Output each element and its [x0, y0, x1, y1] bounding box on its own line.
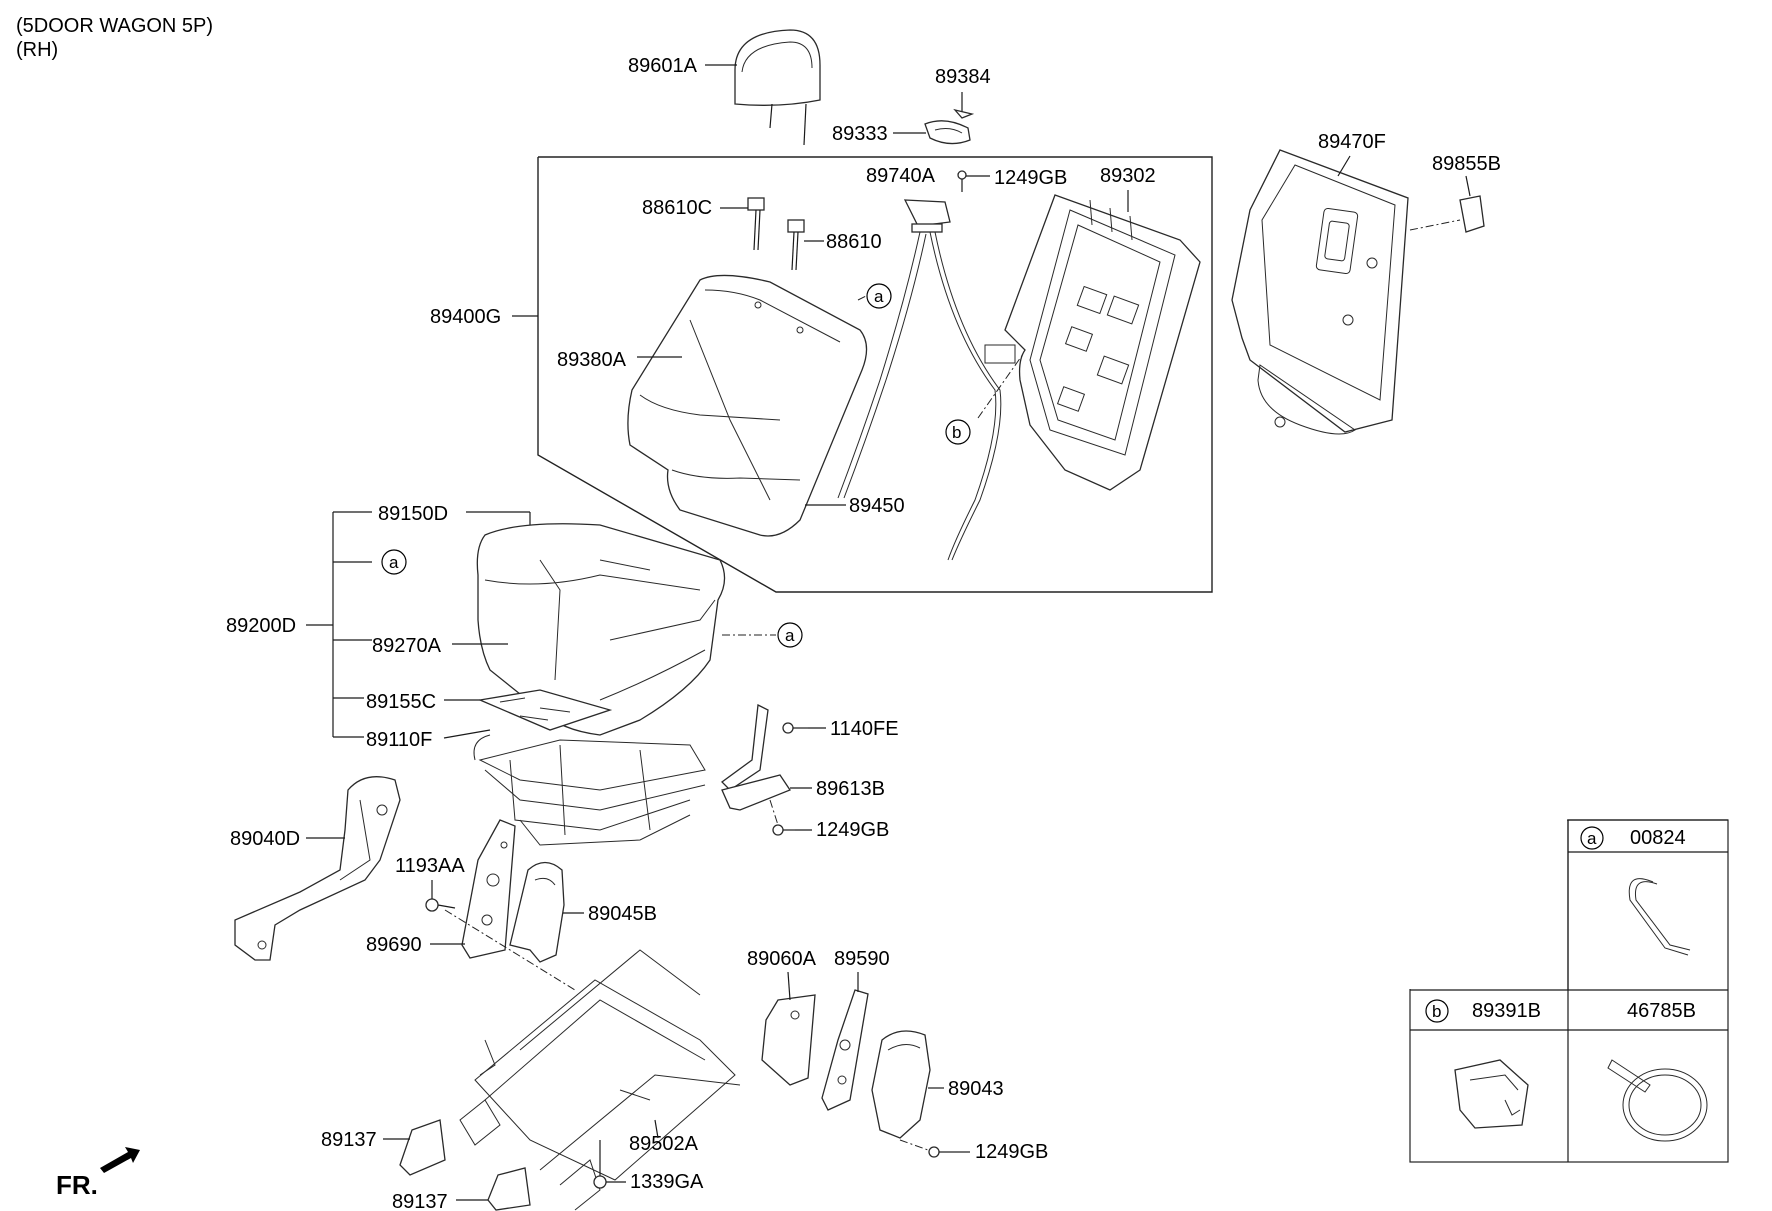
seatback-frame-part[interactable]	[984, 194, 1201, 491]
label-89613B: 89613B	[816, 778, 885, 800]
label-89590: 89590	[834, 948, 890, 970]
svg-text:a: a	[874, 287, 884, 306]
label-89333: 89333	[832, 123, 888, 145]
label-89601A: 89601A	[628, 55, 698, 77]
headrest-part[interactable]	[734, 29, 821, 146]
label-89270A: 89270A	[372, 635, 442, 657]
side-cover-part[interactable]	[234, 776, 401, 961]
recliner-part-89590[interactable]	[821, 989, 869, 1111]
label-1339GA: 1339GA	[630, 1171, 704, 1193]
ref-circle-a-upper: a	[857, 283, 892, 309]
label-89400G: 89400G	[430, 306, 501, 328]
svg-text:b: b	[1432, 1002, 1441, 1021]
clip-part-00824[interactable]	[1628, 878, 1691, 956]
svg-text:b: b	[952, 423, 961, 442]
label-1140FE: 1140FE	[830, 718, 899, 740]
legend-part-89391B: 89391B	[1472, 1000, 1541, 1022]
ref-circle-a-left: a	[381, 549, 407, 575]
recliner-cover-part[interactable]	[509, 861, 565, 963]
screw-1249GB-top[interactable]	[957, 170, 967, 192]
label-89110F: 89110F	[366, 729, 432, 751]
cover-part-89613B[interactable]	[721, 774, 791, 811]
clip-part-89384[interactable]	[953, 92, 975, 119]
clip-part-89391B[interactable]	[1454, 1059, 1529, 1129]
clip-part-89333[interactable]	[924, 120, 971, 145]
label-89690: 89690	[366, 934, 422, 956]
seatback-cover-part[interactable]	[1231, 149, 1409, 435]
recliner-part[interactable]	[461, 819, 516, 959]
label-89137-upper: 89137	[321, 1129, 377, 1151]
label-89200D: 89200D	[226, 615, 296, 637]
seat-cushion-bracket	[306, 511, 372, 738]
bolt-1193AA[interactable]	[425, 880, 456, 912]
label-1249GB-top: 1249GB	[994, 167, 1067, 189]
cushion-frame-part[interactable]	[473, 734, 706, 846]
lever-handle-part[interactable]	[903, 199, 951, 233]
seat-track-part[interactable]	[459, 949, 741, 1211]
screw-1249GB-bottom[interactable]	[899, 1139, 955, 1158]
label-89043: 89043	[948, 1078, 1004, 1100]
label-88610C: 88610C	[642, 197, 712, 219]
track-cover-89137-upper[interactable]	[399, 1119, 446, 1176]
release-cable-part[interactable]	[837, 231, 927, 499]
label-89470F: 89470F	[1318, 131, 1386, 153]
legend-table	[1408, 818, 1729, 1163]
label-89155C: 89155C	[366, 691, 436, 713]
label-1249GB-mid: 1249GB	[816, 819, 889, 841]
cover-part-89060A[interactable]	[761, 994, 816, 1086]
label-89380A: 89380A	[557, 349, 627, 371]
bolt-1140FE[interactable]	[782, 722, 808, 734]
track-cover-89137-lower[interactable]	[487, 1167, 531, 1211]
label-89450: 89450	[849, 495, 905, 517]
label-89384: 89384	[935, 66, 991, 88]
label-89045B: 89045B	[588, 903, 657, 925]
guide-part-88610[interactable]	[787, 219, 805, 271]
label-89060A: 89060A	[747, 948, 817, 970]
seatback-cushion-part[interactable]	[627, 274, 868, 537]
legend-b-header: b 89391B	[1425, 999, 1541, 1023]
cushion-pad-part[interactable]	[477, 689, 613, 731]
label-89302: 89302	[1100, 165, 1156, 187]
label-89137-lower: 89137	[392, 1191, 448, 1211]
front-direction-label: FR.	[56, 1170, 98, 1200]
header-side: (RH)	[16, 39, 58, 61]
ref-circle-a-right: a	[722, 622, 803, 648]
screw-1249GB-mid[interactable]	[769, 799, 795, 836]
side-bracket-part[interactable]	[721, 704, 769, 791]
label-89040D: 89040D	[230, 828, 300, 850]
cable-tie-part-46785B[interactable]	[1607, 1059, 1708, 1142]
nut-1339GA[interactable]	[593, 1140, 607, 1189]
header-model: (5DOOR WAGON 5P)	[16, 15, 213, 37]
legend-a-header: a 00824	[1580, 826, 1686, 850]
guide-part-88610C[interactable]	[747, 197, 765, 251]
label-89150D: 89150D	[378, 503, 448, 525]
label-1193AA: 1193AA	[395, 855, 465, 877]
front-direction-arrow	[100, 1147, 140, 1173]
ref-circle-b: b	[945, 329, 1041, 445]
legend-part-46785B: 46785B	[1627, 1000, 1696, 1022]
cover-clip-89855B[interactable]	[1409, 195, 1485, 233]
seat-cushion-part[interactable]	[476, 523, 726, 736]
svg-text:a: a	[1587, 829, 1597, 848]
svg-text:a: a	[785, 626, 795, 645]
svg-text:a: a	[389, 553, 399, 572]
label-89740A: 89740A	[866, 165, 936, 187]
label-1249GB-bottom: 1249GB	[975, 1141, 1048, 1163]
label-89502A: 89502A	[629, 1133, 699, 1155]
cover-part-89043[interactable]	[871, 1030, 931, 1139]
label-88610: 88610	[826, 231, 882, 253]
legend-part-00824: 00824	[1630, 827, 1686, 849]
label-89855B: 89855B	[1432, 153, 1501, 175]
